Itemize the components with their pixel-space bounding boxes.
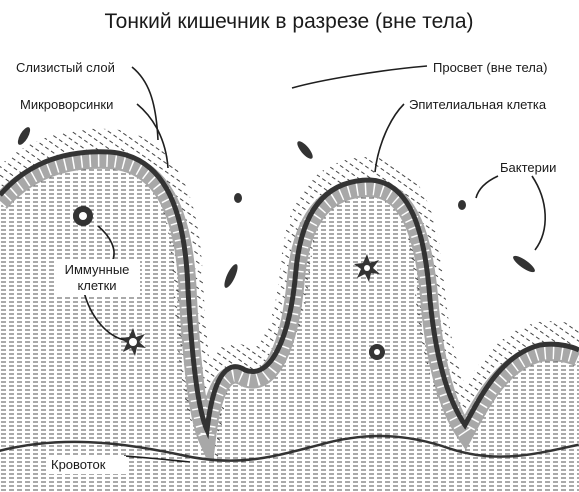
bacterium <box>297 141 313 159</box>
bacterium <box>513 255 535 273</box>
membrane-line <box>0 149 579 440</box>
immune-cell <box>354 254 380 282</box>
label-mucus-layer: Слизистый слой <box>16 60 115 75</box>
leader-lines <box>83 65 546 463</box>
immune-cell <box>369 344 385 360</box>
bacterium <box>234 193 242 203</box>
bacterium <box>458 200 466 210</box>
label-bloodstream: Кровоток <box>51 457 106 472</box>
bacteria-group <box>17 127 535 288</box>
label-immune-cells-line1: Иммунные <box>65 262 130 277</box>
diagram-title: Тонкий кишечник в разрезе (вне тела) <box>104 10 473 33</box>
label-bacteria: Бактерии <box>500 160 556 175</box>
label-microvilli: Микроворсинки <box>20 97 113 112</box>
immune-cell <box>73 206 93 226</box>
bacterium <box>224 264 238 288</box>
immune-cells-group <box>73 206 385 360</box>
bacterium <box>17 127 31 145</box>
label-epithelial-cell: Эпителиальная клетка <box>409 97 547 112</box>
label-immune-cells-line2: клетки <box>77 278 116 293</box>
immune-label-bg <box>54 259 140 295</box>
immune-cell <box>120 328 146 356</box>
epithelium-cell-divisions <box>0 152 579 465</box>
label-lumen: Просвет (вне тела) <box>433 60 547 75</box>
blood-label-bg <box>46 456 126 474</box>
